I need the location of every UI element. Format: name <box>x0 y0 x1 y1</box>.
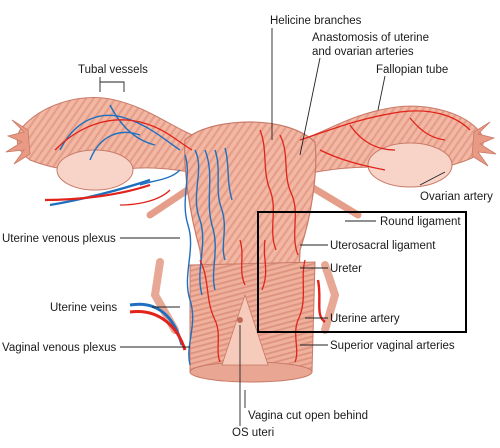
label-fallopian-tube: Fallopian tube <box>376 64 448 76</box>
label-tubal-vessels: Tubal vessels <box>78 64 148 76</box>
left-ovary <box>56 149 134 191</box>
label-uterine-veins: Uterine veins <box>50 302 117 314</box>
label-round-ligament: Round ligament <box>380 216 461 228</box>
label-anastomosis-line2: and ovarian arteries <box>312 46 414 58</box>
label-uterine-artery: Uterine artery <box>330 313 400 325</box>
uterine-vein-main-2 <box>49 178 151 207</box>
right-fimbriae <box>471 121 497 167</box>
leader-lines <box>99 28 446 426</box>
arterial-network <box>54 110 471 363</box>
label-vagina-cut-open: Vagina cut open behind <box>248 410 368 422</box>
label-superior-vaginal-arteries: Superior vaginal arteries <box>330 340 455 352</box>
label-uterine-venous-plexus: Uterine venous plexus <box>2 233 116 245</box>
vagina-opening <box>221 293 269 366</box>
uterine-artery-right <box>316 279 326 323</box>
label-ovarian-artery: Ovarian artery <box>420 191 493 203</box>
callout-box <box>257 211 467 333</box>
label-anastomosis-line1: Anastomosis of uterine <box>312 32 429 44</box>
right-ovary <box>367 142 453 188</box>
ovarian-artery-left <box>44 183 151 202</box>
venous-plexus <box>59 104 233 366</box>
left-fimbriae <box>5 119 31 165</box>
uterine-artery-main <box>129 310 187 351</box>
label-ureter: Ureter <box>330 263 362 275</box>
os-uteri <box>237 317 243 323</box>
right-ureter <box>321 261 340 334</box>
label-helicine-branches: Helicine branches <box>270 15 362 27</box>
label-uterosacral-ligament: Uterosacral ligament <box>330 240 436 252</box>
label-vaginal-venous-plexus: Vaginal venous plexus <box>2 342 116 354</box>
label-os-uteri: OS uteri <box>232 427 274 439</box>
